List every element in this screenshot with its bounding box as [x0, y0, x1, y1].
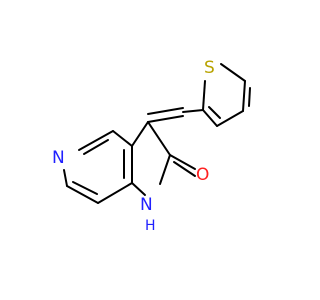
bond: [242, 80, 246, 112]
bond: [169, 154, 196, 170]
bond: [66, 185, 99, 204]
bond: [208, 106, 221, 119]
bond: [72, 181, 98, 195]
bond: [182, 109, 204, 113]
bond: [131, 121, 149, 147]
bond: [147, 121, 171, 156]
amide-hydrogen-label: H: [145, 218, 156, 234]
bond: [83, 139, 109, 155]
pyridine-nitrogen-label: N: [52, 148, 65, 168]
bond: [173, 161, 196, 177]
amide-nitrogen-label: N: [140, 195, 153, 215]
bond: [112, 130, 133, 147]
bond: [63, 169, 68, 187]
bond: [147, 115, 184, 123]
bond: [248, 87, 251, 107]
bond: [202, 109, 218, 127]
bond: [159, 154, 171, 185]
atom-label-layer: S N O N H: [52, 58, 215, 234]
bond: [216, 110, 244, 127]
bond: [202, 80, 206, 111]
bond-layer: [63, 63, 251, 204]
molecule-structure: S N O N H: [52, 58, 251, 234]
bond: [97, 182, 133, 204]
sulfur-atom-label: S: [204, 58, 215, 78]
carbonyl-oxygen-label: O: [196, 165, 209, 185]
molecule-canvas: S N O N H: [52, 58, 251, 234]
bond: [147, 107, 184, 115]
bond: [78, 130, 114, 151]
bond: [131, 182, 146, 196]
bond: [220, 63, 246, 82]
